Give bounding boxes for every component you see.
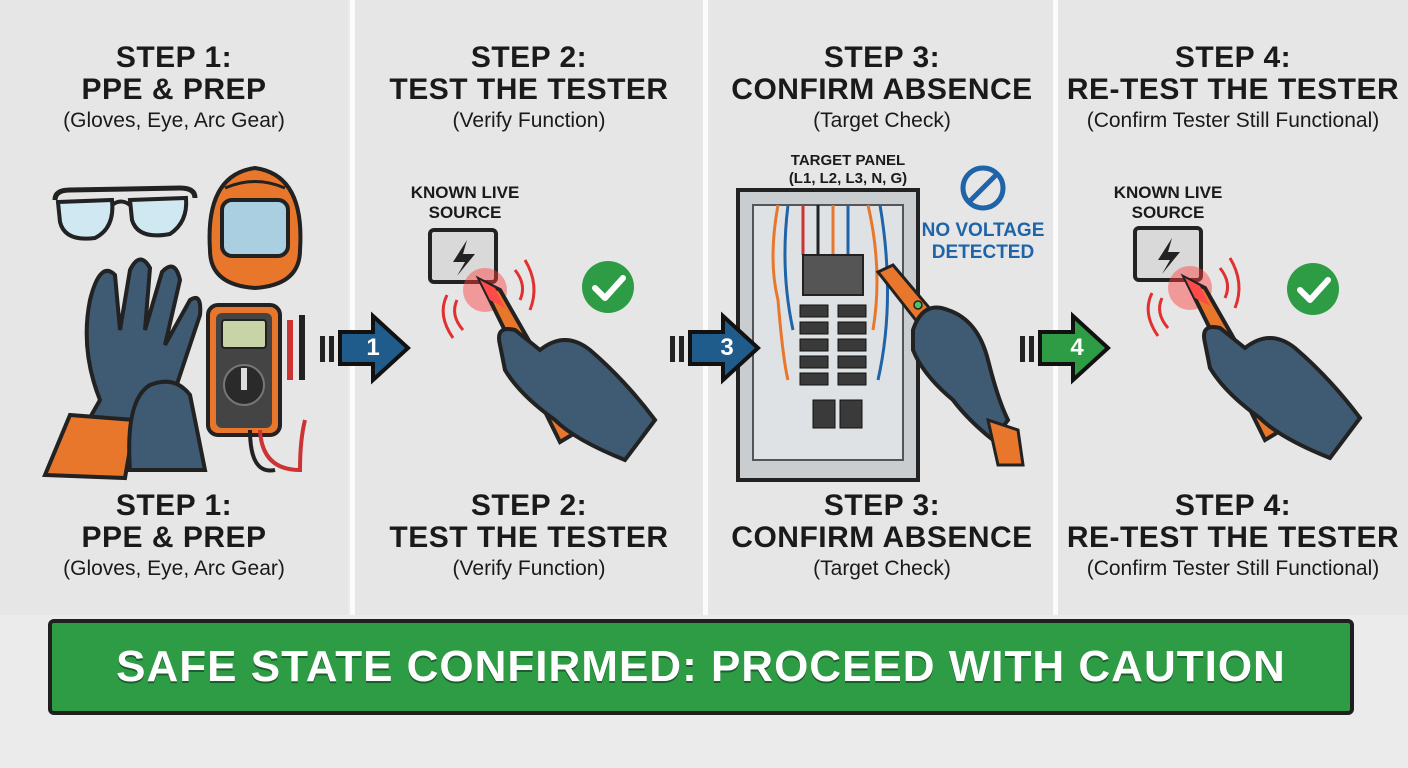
glove-hand-icon xyxy=(497,327,658,463)
safe-state-banner: SAFE STATE CONFIRMED: PROCEED WITH CAUTI… xyxy=(48,619,1354,715)
check-icon xyxy=(1287,263,1339,315)
no-voltage-status: NO VOLTAGE DETECTED xyxy=(921,220,1045,263)
ppe-illustration xyxy=(42,165,307,481)
step-4-title-bottom: RE-TEST THE TESTER xyxy=(1066,521,1400,554)
step-4-header: STEP 4: RE-TEST THE TESTER (Confirm Test… xyxy=(1058,42,1408,134)
step-3-subtitle: (Target Check) xyxy=(813,109,951,132)
step-4-label-bottom: STEP 4: xyxy=(1174,489,1292,522)
step-4-title: RE-TEST THE TESTER xyxy=(1066,73,1400,106)
step-4-label: STEP 4: xyxy=(1174,41,1292,74)
arrow-right-icon xyxy=(670,311,761,385)
arrow-right-icon xyxy=(320,311,411,385)
electrical-panel-icon xyxy=(736,188,920,482)
multimeter-icon xyxy=(206,303,307,473)
arc-hood-icon xyxy=(207,165,303,291)
known-live-source-label: KNOWN LIVE SOURCE xyxy=(1113,183,1223,222)
step-3-title: CONFIRM ABSENCE xyxy=(731,73,1033,106)
divider xyxy=(350,0,355,615)
arrow-right-icon xyxy=(1020,311,1111,385)
step-1-footer: STEP 1: PPE & PREP (Gloves, Eye, Arc Gea… xyxy=(0,490,348,582)
arrow-number: 1 xyxy=(366,334,380,361)
check-icon xyxy=(582,261,634,313)
tester-illustration xyxy=(428,228,658,463)
glove-hand-icon xyxy=(1202,325,1363,461)
step-2-title-bottom: TEST THE TESTER xyxy=(389,521,669,554)
banner-text: SAFE STATE CONFIRMED: PROCEED WITH CAUTI… xyxy=(116,642,1286,691)
step-4-subtitle-bottom: (Confirm Tester Still Functional) xyxy=(1086,557,1380,580)
step-3-label: STEP 3: xyxy=(823,41,941,74)
step-3-title-bottom: CONFIRM ABSENCE xyxy=(731,521,1033,554)
safety-glasses-icon xyxy=(52,185,198,241)
step-4-panel: STEP 4: RE-TEST THE TESTER (Confirm Test… xyxy=(1058,0,1408,615)
step-1-header: STEP 1: PPE & PREP (Gloves, Eye, Arc Gea… xyxy=(0,42,348,134)
step-3-header: STEP 3: CONFIRM ABSENCE (Target Check) xyxy=(708,42,1056,134)
step-2-label-bottom: STEP 2: xyxy=(470,489,588,522)
step-3-subtitle-bottom: (Target Check) xyxy=(813,557,951,580)
step-1-panel: STEP 1: PPE & PREP (Gloves, Eye, Arc Gea… xyxy=(0,0,348,615)
gloves-icon xyxy=(42,257,208,481)
target-panel-label: TARGET PANEL (L1, L2, L3, N, G) xyxy=(788,152,908,187)
retest-illustration xyxy=(1133,226,1363,461)
step-4-footer: STEP 4: RE-TEST THE TESTER (Confirm Test… xyxy=(1058,490,1408,582)
step-2-title: TEST THE TESTER xyxy=(389,73,669,106)
step-1-title-bottom: PPE & PREP xyxy=(81,521,267,554)
live-source-box-icon xyxy=(1133,226,1203,282)
step-2-subtitle-bottom: (Verify Function) xyxy=(452,557,606,580)
step-3-label-bottom: STEP 3: xyxy=(823,489,941,522)
divider xyxy=(1053,0,1058,615)
step-4-subtitle: (Confirm Tester Still Functional) xyxy=(1086,109,1380,132)
step-1-title: PPE & PREP xyxy=(81,73,267,106)
flow-arrow-4: 4 xyxy=(1018,308,1113,388)
step-1-label: STEP 1: xyxy=(115,41,233,74)
step-1-subtitle: (Gloves, Eye, Arc Gear) xyxy=(63,109,285,132)
step-2-footer: STEP 2: TEST THE TESTER (Verify Function… xyxy=(355,490,703,582)
panel-illustration xyxy=(736,165,1025,482)
step-3-footer: STEP 3: CONFIRM ABSENCE (Target Check) xyxy=(708,490,1056,582)
step-1-label-bottom: STEP 1: xyxy=(115,489,233,522)
step-1-subtitle-bottom: (Gloves, Eye, Arc Gear) xyxy=(63,557,285,580)
step-2-header: STEP 2: TEST THE TESTER (Verify Function… xyxy=(355,42,703,134)
step-3-panel: STEP 3: CONFIRM ABSENCE (Target Check) T… xyxy=(708,0,1056,615)
arrow-number: 3 xyxy=(720,334,734,361)
arrow-number: 4 xyxy=(1070,334,1084,361)
step-2-subtitle: (Verify Function) xyxy=(452,109,606,132)
no-symbol-icon xyxy=(960,165,1006,211)
flow-arrow-3: 3 xyxy=(668,308,763,388)
glove-hand-icon xyxy=(911,305,1025,467)
step-2-panel: STEP 2: TEST THE TESTER (Verify Function… xyxy=(355,0,703,615)
step-2-label: STEP 2: xyxy=(470,41,588,74)
flow-arrow-1: 1 xyxy=(318,308,413,388)
known-live-source-label: KNOWN LIVE SOURCE xyxy=(410,183,520,222)
divider xyxy=(703,0,708,615)
live-source-box-icon xyxy=(428,228,498,284)
